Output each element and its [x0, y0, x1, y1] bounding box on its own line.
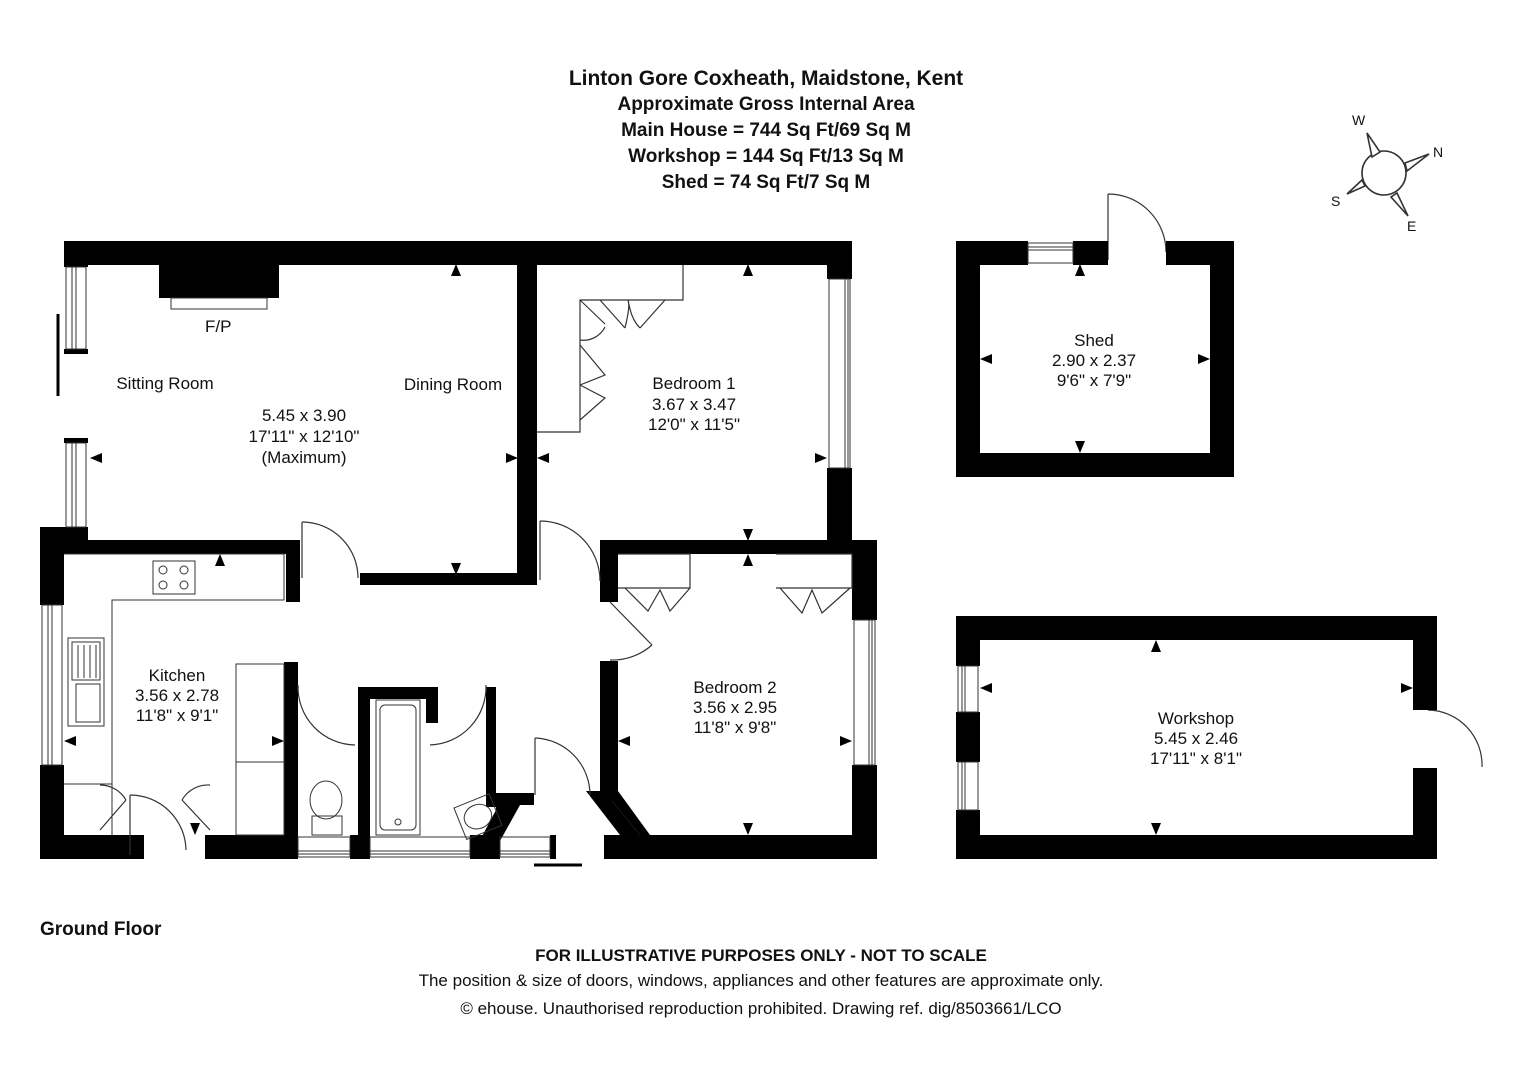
property-address: Linton Gore Coxheath, Maidstone, Kent	[568, 67, 964, 90]
main-house-labels: Sitting Room Dining Room 5.45 x 3.90 17'…	[116, 374, 777, 737]
bedroom1-name: Bedroom 1	[652, 374, 735, 393]
scale-disclaimer: FOR ILLUSTRATIVE PURPOSES ONLY - NOT TO …	[535, 946, 987, 965]
sink-icon	[67, 637, 105, 727]
workshop-metric: 5.45 x 2.46	[1154, 729, 1238, 748]
fireplace-label: F/P	[205, 317, 231, 336]
dining-room-name: Dining Room	[404, 375, 502, 394]
compass-north-label: N	[1433, 144, 1443, 160]
bedroom1-metric: 3.67 x 3.47	[652, 395, 736, 414]
approximation-note: The position & size of doors, windows, a…	[418, 971, 1104, 990]
workshop-plan: Workshop 5.45 x 2.46 17'11" x 8'1"	[956, 616, 1437, 859]
main-house-windows	[41, 266, 876, 858]
compass-rose-icon: W N S E	[1331, 112, 1443, 234]
area-main-house: Main House = 744 Sq Ft/69 Sq M	[621, 120, 911, 141]
area-workshop: Workshop = 144 Sq Ft/13 Sq M	[628, 146, 904, 167]
shed-plan: Shed 2.90 x 2.37 9'6" x 7'9"	[956, 241, 1234, 477]
main-house-walls	[40, 241, 877, 859]
door-swings	[99, 193, 1483, 855]
kitchen-imperial: 11'8" x 9'1"	[136, 706, 219, 725]
sitting-room-name: Sitting Room	[116, 374, 213, 393]
bathroom-fittings	[309, 699, 503, 841]
workshop-imperial: 17'11" x 8'1"	[1150, 749, 1242, 768]
hob-icon	[152, 560, 196, 595]
area-shed: Shed = 74 Sq Ft/7 Sq M	[661, 172, 871, 193]
bedroom1-imperial: 12'0" x 11'5"	[648, 415, 740, 434]
copyright-note: © ehouse. Unauthorised reproduction proh…	[460, 999, 1062, 1018]
plan-header: Linton Gore Coxheath, Maidstone, Kent Ap…	[0, 66, 1527, 196]
kitchen-fittings	[64, 553, 285, 836]
shed-imperial: 9'6" x 7'9"	[1057, 371, 1131, 390]
area-subtitle: Approximate Gross Internal Area	[617, 94, 915, 115]
shed-metric: 2.90 x 2.37	[1052, 351, 1136, 370]
plan-footer: FOR ILLUSTRATIVE PURPOSES ONLY - NOT TO …	[0, 945, 1522, 1023]
kitchen-name: Kitchen	[149, 666, 206, 685]
kitchen-metric: 3.56 x 2.78	[135, 686, 219, 705]
dining-room-metric: 5.45 x 3.90	[262, 406, 346, 425]
dimension-arrows	[64, 264, 852, 835]
bath-icon	[375, 699, 421, 836]
wash-basin-icon	[453, 793, 503, 841]
dining-room-imperial: 17'11" x 12'10"	[249, 427, 360, 446]
compass-south-label: S	[1331, 193, 1340, 209]
dining-room-note: (Maximum)	[262, 448, 347, 467]
bedroom2-imperial: 11'8" x 9'8"	[694, 718, 777, 737]
wardrobes	[537, 265, 853, 615]
bedroom2-metric: 3.56 x 2.95	[693, 698, 777, 717]
floor-label: Ground Floor	[40, 919, 162, 940]
shed-name: Shed	[1074, 331, 1114, 350]
toilet-icon	[309, 780, 343, 820]
bedroom2-name: Bedroom 2	[693, 678, 776, 697]
workshop-name: Workshop	[1158, 709, 1234, 728]
fireplace-hearth	[170, 297, 268, 310]
compass-west-label: W	[1352, 112, 1366, 128]
compass-east-label: E	[1407, 218, 1416, 234]
